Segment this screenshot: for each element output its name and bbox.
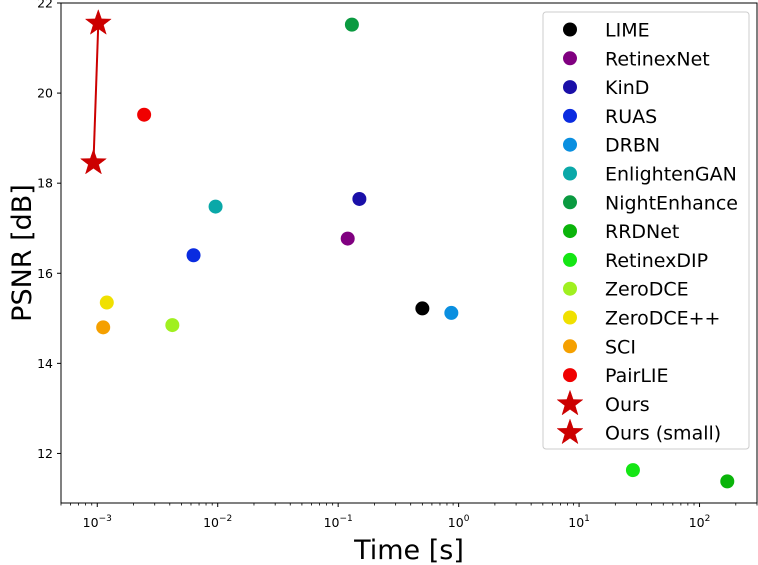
- plot-frame: [60, 2, 758, 504]
- legend-label-enlightengan: EnlightenGAN: [605, 164, 737, 186]
- x-tick-label: 102: [689, 514, 711, 530]
- point-ours-small: [79, 148, 108, 175]
- legend-marker-rrdnet: [563, 224, 577, 239]
- x-tick-label: 10−3: [83, 514, 112, 530]
- legend-label-ruas: RUAS: [605, 106, 657, 128]
- plot-area: [79, 9, 735, 489]
- point-retinexnet: [340, 231, 355, 246]
- legend-marker-ours: [556, 389, 584, 416]
- legend-label-nightenhance: NightEnhance: [605, 192, 738, 214]
- x-tick-label: 10−2: [203, 514, 232, 530]
- point-ours: [84, 9, 112, 35]
- legend-label-kind: KinD: [605, 77, 649, 99]
- legend-label-lime: LIME: [605, 20, 650, 42]
- point-drbn: [444, 305, 459, 320]
- point-nightenhance: [344, 17, 359, 32]
- y-tick-label: 22: [37, 0, 53, 11]
- legend-marker-retinexnet: [563, 51, 577, 66]
- legend-marker-zerodce: [563, 281, 577, 296]
- point-lime: [415, 301, 430, 316]
- y-tick-label: 12: [37, 446, 53, 461]
- y-tick-label: 18: [37, 176, 53, 191]
- legend-marker-drbn: [563, 137, 577, 152]
- legend-box: [542, 11, 750, 450]
- ours-connector-line: [92, 23, 100, 163]
- point-sci: [96, 320, 111, 335]
- point-zerodce: [165, 318, 180, 333]
- legend-label-zerodce: ZeroDCE: [605, 279, 689, 301]
- point-retinexdip: [625, 463, 640, 478]
- legend-marker-lime: [563, 22, 577, 37]
- legend-label-ours-small: Ours (small): [605, 423, 721, 445]
- axes: 12 14 16 18 20 22 10−3 10−2 10−1 100 101 102: [37, 0, 758, 530]
- x-tick-label: 100: [448, 514, 470, 530]
- x-axis-title: Time [s]: [353, 535, 464, 565]
- legend-marker-ruas: [563, 108, 577, 123]
- legend-marker-enlightengan: [563, 166, 577, 181]
- legend-label-rrdnet: RRDNet: [605, 221, 679, 243]
- y-tick-label: 16: [37, 266, 53, 281]
- legend-marker-pairlie: [563, 368, 577, 383]
- legend-marker-kind: [563, 80, 577, 95]
- legend-label-zerodce: ZeroDCE++: [605, 308, 720, 330]
- legend-marker-nightenhance: [563, 195, 577, 210]
- legend-label-sci: SCI: [605, 336, 636, 358]
- point-ruas: [186, 248, 201, 263]
- point-enlightengan: [208, 199, 223, 214]
- legend-marker-ours-small: [556, 418, 584, 445]
- y-axis-title: PSNR [dB]: [7, 184, 38, 322]
- legend-marker-retinexdip: [563, 252, 577, 267]
- legend-marker-sci: [563, 339, 577, 354]
- x-tick-label: 101: [568, 514, 590, 530]
- legend-marker-zerodce: [563, 310, 577, 325]
- legend-label-drbn: DRBN: [605, 135, 660, 157]
- point-kind: [352, 191, 367, 206]
- x-tick-label: 10−1: [324, 514, 353, 530]
- legend-label-ours: Ours: [605, 394, 650, 416]
- point-zerodce: [99, 295, 114, 310]
- y-tick-label: 14: [37, 356, 53, 371]
- y-tick-label: 20: [37, 86, 53, 101]
- point-rrdnet: [720, 474, 735, 489]
- point-pairlie: [137, 107, 152, 122]
- legend-label-retinexdip: RetinexDIP: [605, 250, 708, 272]
- legend-label-pairlie: PairLIE: [605, 365, 669, 387]
- legend-label-retinexnet: RetinexNet: [605, 48, 710, 70]
